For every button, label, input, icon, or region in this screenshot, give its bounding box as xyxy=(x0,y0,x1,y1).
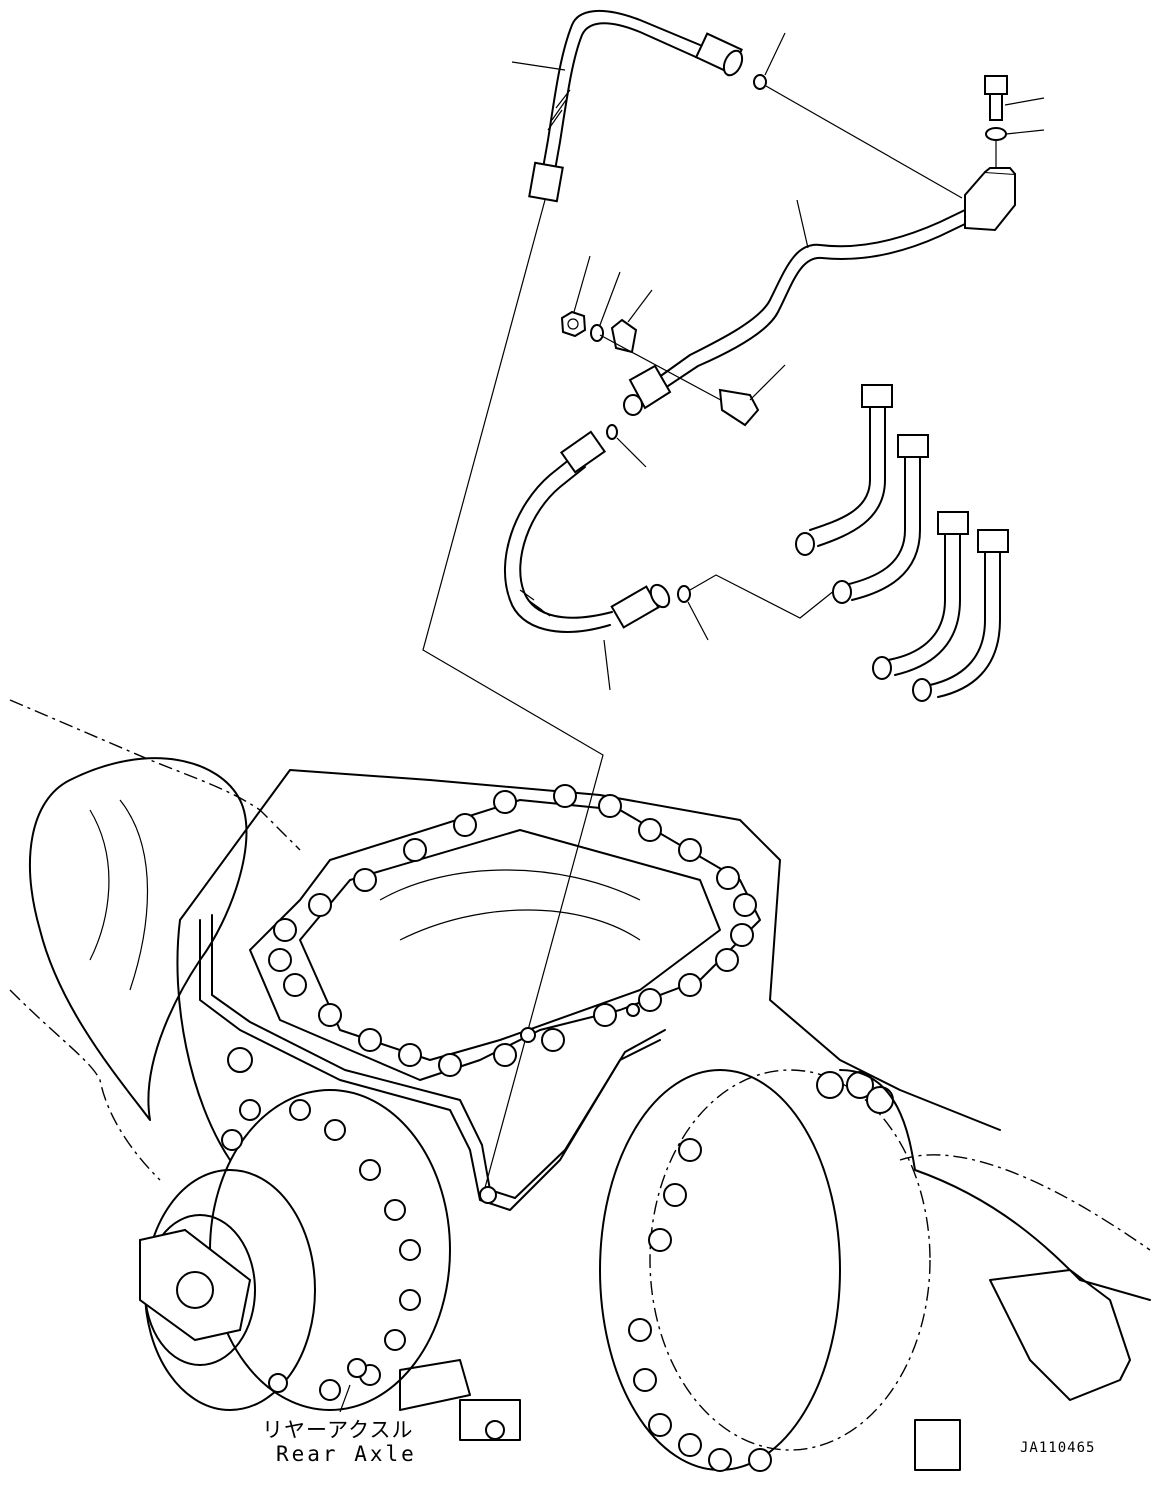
axle-label-english: Rear Axle xyxy=(276,1442,417,1466)
o-ring-middle xyxy=(606,424,618,440)
leader-clip xyxy=(627,289,653,323)
bracket xyxy=(964,167,1016,232)
connect-o-ring-fitting xyxy=(689,574,836,619)
leader-o-ring-lower xyxy=(687,601,709,641)
hose-lower xyxy=(503,430,671,633)
spring-washer xyxy=(590,324,604,342)
leader-o-ring-middle xyxy=(616,437,647,468)
leader-washer xyxy=(1005,129,1045,135)
leader-tube xyxy=(796,199,809,249)
leader-nut xyxy=(573,255,591,313)
leader-hose-lower xyxy=(603,639,611,691)
tube xyxy=(623,209,966,416)
leader-clamp xyxy=(749,364,786,401)
leader-axle-label xyxy=(339,1384,351,1413)
nut xyxy=(560,310,587,338)
drawing-code: JA110465 xyxy=(1020,1440,1096,1456)
axle-label-japanese: リヤーアクスル xyxy=(262,1418,414,1442)
clip-axis xyxy=(599,334,731,406)
connect-hose-to-axle xyxy=(422,199,604,1196)
o-ring-lower xyxy=(677,585,691,603)
leader-o-ring-upper xyxy=(764,32,786,76)
clamp xyxy=(718,388,760,427)
clip xyxy=(610,318,638,354)
hose-upper xyxy=(528,9,744,203)
rear-axle-assembly xyxy=(9,699,1151,1472)
leader-bolt xyxy=(1004,97,1045,106)
leader-hose-upper xyxy=(511,61,566,71)
o-ring-upper xyxy=(753,74,767,90)
fitting-group xyxy=(795,384,1009,702)
washer xyxy=(985,127,1007,141)
leader-spring-washer xyxy=(599,271,621,326)
connect-o-ring-bracket xyxy=(765,85,963,199)
bolt xyxy=(984,75,1008,121)
